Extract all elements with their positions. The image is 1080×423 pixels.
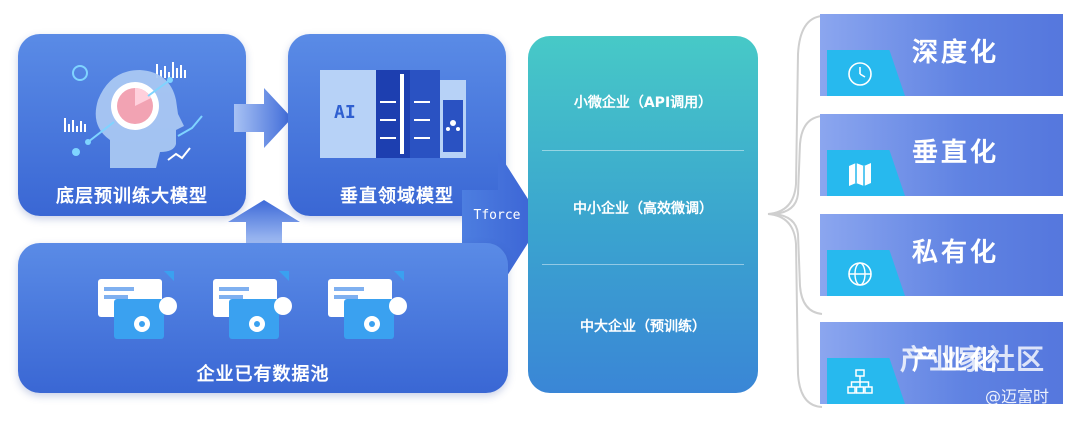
folder-gear-icon-2 — [213, 271, 292, 339]
tier-medium: 中小企业（高效微调） — [573, 201, 713, 217]
data-pool-label: 企业已有数据池 — [196, 364, 330, 385]
watermark-brand: 产业家社区 — [900, 343, 1046, 376]
tier-small: 小微企业（API调用） — [573, 95, 713, 111]
outcome-title: 产业化 — [912, 346, 1000, 376]
outcome-card-verticalization: 垂直化 — [820, 114, 1063, 196]
folder-gear-icon-3 — [328, 271, 407, 339]
right-arrow-icon — [234, 88, 292, 148]
map-icon — [849, 163, 871, 186]
network-icon — [847, 369, 873, 394]
outcome-tab — [827, 150, 905, 196]
enterprise-tiers-panel: 小微企业（API调用） 中小企业（高效微调） 中大企业（预训练） — [528, 36, 758, 393]
ai-head-illustration — [64, 62, 203, 168]
data-folder-icons — [98, 271, 407, 339]
outcome-card-privatization: 私有化 — [820, 214, 1063, 296]
tforce-label: Tforce — [473, 208, 521, 223]
base-model-label: 底层预训练大模型 — [56, 186, 208, 207]
tier-large: 中大企业（预训练） — [580, 319, 706, 335]
ai-text: AI — [334, 102, 356, 123]
vertical-model-label: 垂直领域模型 — [340, 186, 454, 207]
outcome-title: 垂直化 — [912, 138, 1000, 168]
clock-icon — [848, 62, 872, 86]
outcome-tab — [827, 358, 905, 404]
outcome-card-deepening: 深度化 — [820, 14, 1063, 96]
vertical-model-panel: AI 垂直领域模型 — [288, 34, 506, 216]
tier-divider — [542, 150, 744, 151]
base-model-panel: 底层预训练大模型 — [18, 34, 246, 216]
bracket-connector — [767, 15, 823, 408]
outcome-tab — [827, 50, 905, 96]
outcome-card-industrialization: 产业化 — [820, 322, 1063, 404]
outcome-title: 私有化 — [912, 238, 1000, 268]
server-rack-illustration: AI — [320, 70, 466, 158]
tier-divider — [542, 264, 744, 265]
outcome-title: 深度化 — [912, 38, 1000, 68]
tforce-arrow — [462, 152, 542, 290]
box-icon — [848, 262, 872, 286]
folder-gear-icon-1 — [98, 271, 177, 339]
watermark-handle: @迈富时 — [985, 387, 1050, 406]
data-pool-panel: 企业已有数据池 — [18, 243, 508, 393]
up-arrow-icon — [228, 200, 300, 246]
outcome-tab — [827, 250, 905, 296]
